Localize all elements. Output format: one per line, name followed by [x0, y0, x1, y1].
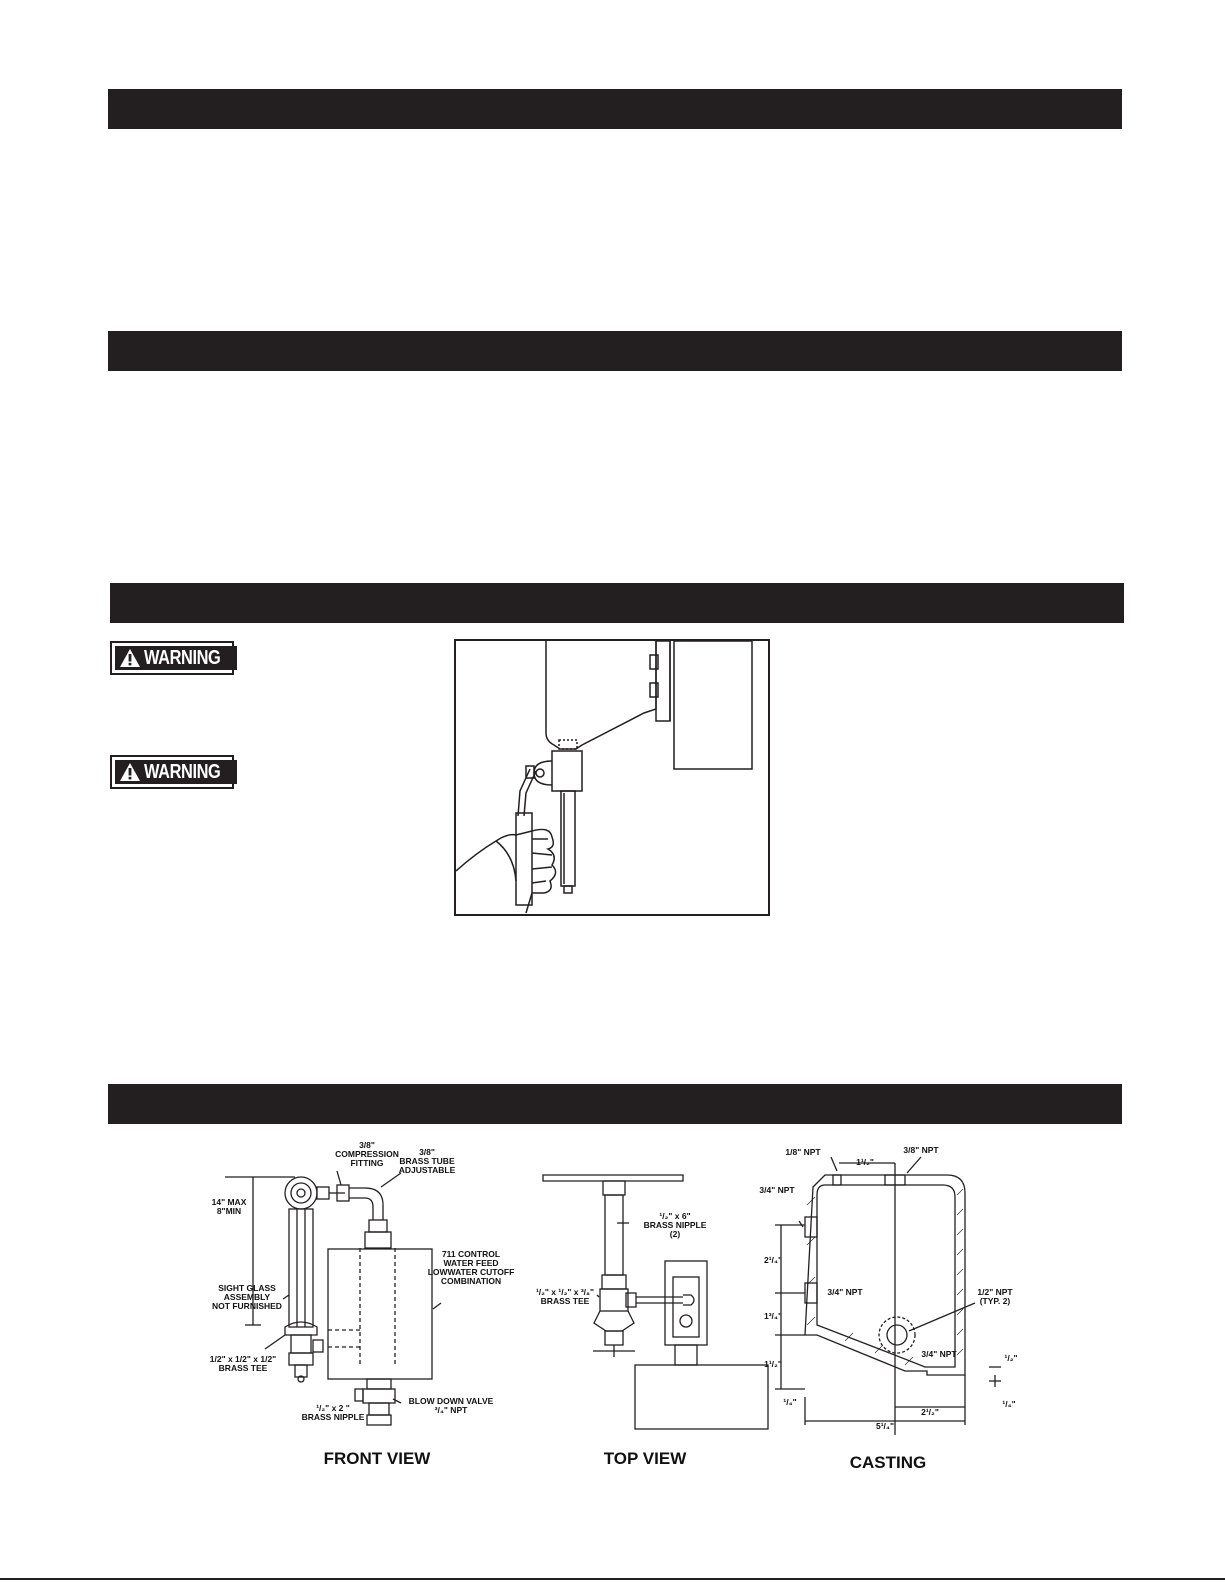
- label-dim-half: ¹/₂": [1005, 1353, 1018, 1363]
- label-nipple-2: BRASS NIPPLE: [302, 1412, 365, 1422]
- label-tee-1: 1/2" x 1/2" x 1/2": [210, 1354, 276, 1364]
- section-header-bar-1: [108, 89, 1122, 129]
- label-top-tee-1: ¹/₂" x ¹/₂" x ³/₈": [536, 1287, 594, 1297]
- label-npt-34a: 3/4" NPT: [759, 1185, 795, 1195]
- label-sight-glass-2: ASSEMBLY: [224, 1292, 271, 1302]
- caption-front-view: FRONT VIEW: [324, 1449, 432, 1468]
- label-sight-glass-3: NOT FURNISHED: [212, 1301, 282, 1311]
- label-tube-2: BRASS TUBE: [399, 1156, 455, 1166]
- section-header-bar-4: [108, 1084, 1122, 1124]
- label-blowdown-2: ³/₄" NPT: [435, 1405, 468, 1415]
- label-top-nipple-3: (2): [670, 1229, 681, 1239]
- label-npt-38: 3/8" NPT: [903, 1145, 939, 1155]
- label-npt-18: 1/8" NPT: [785, 1147, 821, 1157]
- label-control-3: LOWWATER CUTOFF: [428, 1267, 515, 1277]
- warning-label: WARNING: [144, 760, 221, 783]
- piping-diagram: 3/8" COMPRESSION FITTING 3/8" BRASS TUBE…: [210, 1140, 1018, 1472]
- top-view: [542, 1174, 769, 1430]
- label-blowdown-1: BLOW DOWN VALVE: [409, 1396, 494, 1406]
- warning-badge-2: WARNING: [110, 755, 238, 789]
- label-dim-width: 5¹/₄": [876, 1421, 894, 1431]
- label-dim-quarter-left: ¹/₄": [783, 1397, 796, 1407]
- caption-top-view: TOP VIEW: [604, 1449, 687, 1468]
- footer-rule: [0, 1578, 1225, 1580]
- front-view: [225, 1170, 442, 1426]
- label-dim-2-1-2: 2¹/₂": [921, 1407, 939, 1417]
- label-compression-3: FITTING: [350, 1158, 383, 1168]
- label-tube-3: ADJUSTABLE: [399, 1165, 456, 1175]
- label-nipple-1: ¹/₂" x 2 ": [316, 1403, 350, 1413]
- casting-labels: 1/8" NPT 3/8" NPT 1¹/₂" 3/4" NPT 3/4" NP…: [759, 1145, 1017, 1472]
- caption-casting: CASTING: [850, 1453, 927, 1472]
- label-control-4: COMBINATION: [441, 1276, 501, 1286]
- label-top-nipple-2: BRASS NIPPLE: [644, 1220, 707, 1230]
- label-max: 14" MAX: [212, 1197, 247, 1207]
- label-top-tee-2: BRASS TEE: [541, 1296, 590, 1306]
- label-compression-2: COMPRESSION: [335, 1149, 399, 1159]
- blowdown-drawing: [455, 640, 753, 914]
- label-sight-glass-1: SIGHT GLASS: [218, 1283, 276, 1293]
- label-dim-c: 1¹/₂": [764, 1359, 782, 1369]
- label-control-2: WATER FEED: [443, 1258, 498, 1268]
- warning-badge-1: WARNING: [110, 641, 238, 675]
- label-top-nipple-1: ¹/₂" x 6": [659, 1211, 690, 1221]
- label-dim-top: 1¹/₂": [856, 1157, 874, 1167]
- top-view-labels: ¹/₂" x 6" BRASS NIPPLE (2) ¹/₂" x ¹/₂" x…: [536, 1211, 707, 1468]
- section-header-bar-2: [108, 331, 1122, 371]
- label-npt-34c: 3/4" NPT: [921, 1349, 957, 1359]
- label-compression-1: 3/8": [359, 1140, 375, 1150]
- casting: [775, 1156, 1001, 1435]
- label-npt-34b: 3/4" NPT: [827, 1287, 863, 1297]
- label-control-1: 711 CONTROL: [442, 1249, 500, 1259]
- warning-triangle-icon: [120, 649, 140, 667]
- label-min: 8"MIN: [217, 1206, 241, 1216]
- label-typ2: (TYP. 2): [980, 1296, 1011, 1306]
- label-tube-1: 3/8": [419, 1147, 435, 1157]
- label-dim-b: 1³/₄": [764, 1311, 782, 1321]
- front-view-labels: 3/8" COMPRESSION FITTING 3/8" BRASS TUBE…: [210, 1140, 515, 1468]
- warning-triangle-icon: [120, 763, 140, 781]
- warning-label: WARNING: [144, 646, 221, 669]
- label-dim-quarter-right: ¹/₄": [1002, 1399, 1015, 1409]
- label-dim-a: 2¹/₄": [764, 1255, 782, 1265]
- label-npt-12: 1/2" NPT: [977, 1287, 1013, 1297]
- section-header-bar-3: [110, 583, 1124, 623]
- blowdown-illustration: [454, 639, 770, 916]
- label-tee-2: BRASS TEE: [219, 1363, 268, 1373]
